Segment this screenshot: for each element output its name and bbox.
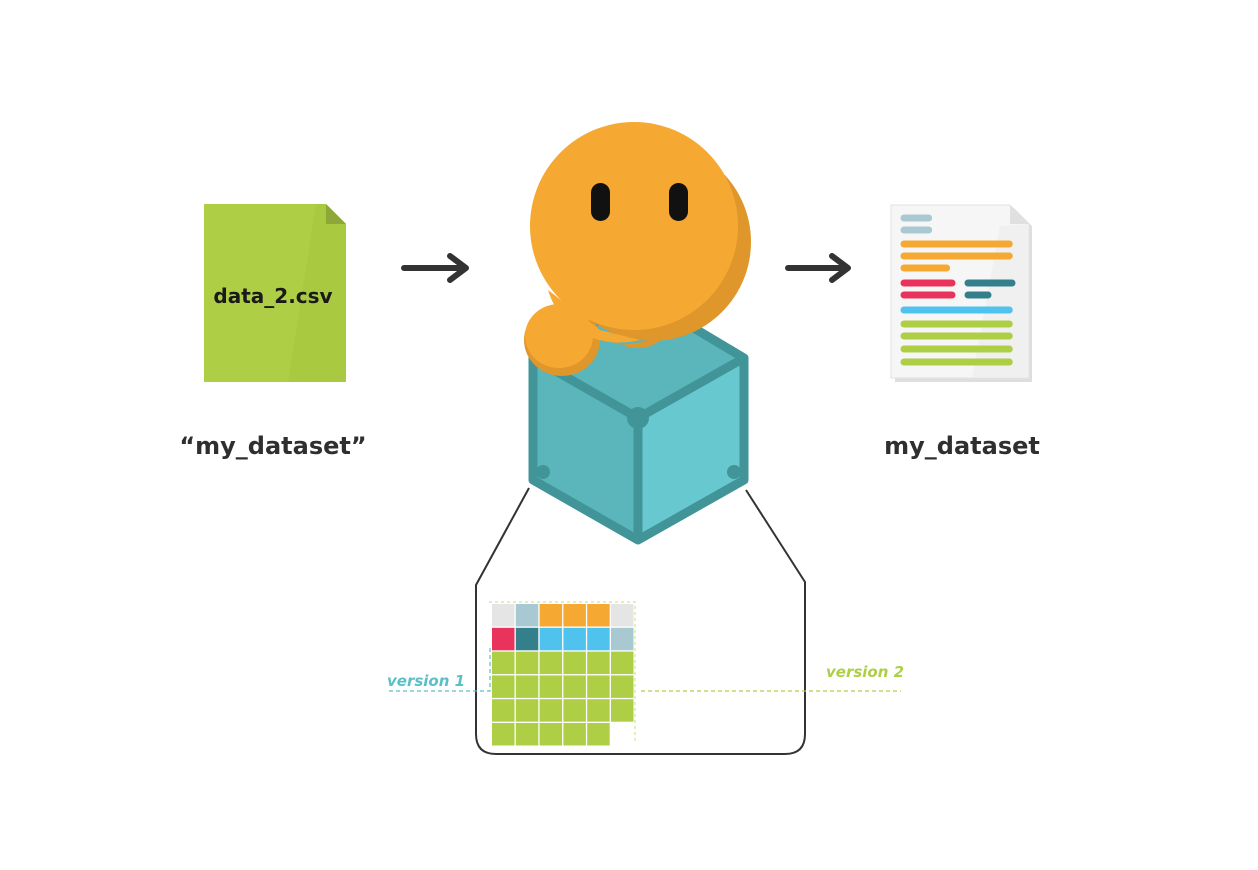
data-grid [492,604,634,746]
input-csv-file: data_2.csv [204,204,346,382]
grid-cell [611,651,634,675]
grid-cell [563,675,586,698]
grid-cell [611,604,634,627]
grid-cell [515,723,539,746]
grid-cell [515,627,539,651]
grid-cell [563,723,586,746]
grid-cell [515,699,539,722]
document-lines [900,214,1016,366]
grid-cell [492,604,515,627]
grid-cell [563,651,586,675]
csv-filename: data_2.csv [213,284,332,308]
csv-file-fold-icon [326,204,346,224]
version-2-label: version 2 [826,663,904,681]
grid-cell [492,651,515,675]
mascot-left-eye [591,183,610,221]
mascot-right-eye [669,183,688,221]
grid-cell [563,627,586,651]
grid-cell [611,627,634,651]
grid-cell [539,699,563,722]
grid-cell [539,723,563,746]
output-document [890,204,1032,382]
grid-cell [539,675,563,698]
grid-cell [539,604,563,627]
input-dataset-name: “my_dataset” [179,432,366,460]
grid-cell [587,651,610,675]
version-2-outline [489,601,636,742]
cube-icon [528,291,749,545]
output-dataset-name: my_dataset [884,432,1040,460]
grid-cell [539,627,563,651]
grid-cell [563,699,586,722]
grid-cell [492,699,515,722]
grid-cell [587,723,610,746]
version-callout [475,487,806,755]
grid-cell [587,627,610,651]
grid-cell [515,675,539,698]
csv-file-shade [288,204,346,382]
grid-cell [611,675,634,698]
grid-cell [515,651,539,675]
grid-cell [492,627,515,651]
grid-cell [515,604,539,627]
version-1-label: version 1 [387,672,465,690]
arrow-right-icon [401,253,469,283]
grid-cell [611,699,634,722]
version-1-guide [389,648,491,692]
grid-cell [587,675,610,698]
mascot-icon [524,122,751,376]
arrow-right-icon [785,253,851,283]
grid-cell [563,604,586,627]
grid-cell [492,723,515,746]
grid-cell [587,604,610,627]
grid-cell [539,651,563,675]
grid-cell [587,699,610,722]
grid-cell [492,675,515,698]
doc-fold-icon [1010,205,1029,224]
